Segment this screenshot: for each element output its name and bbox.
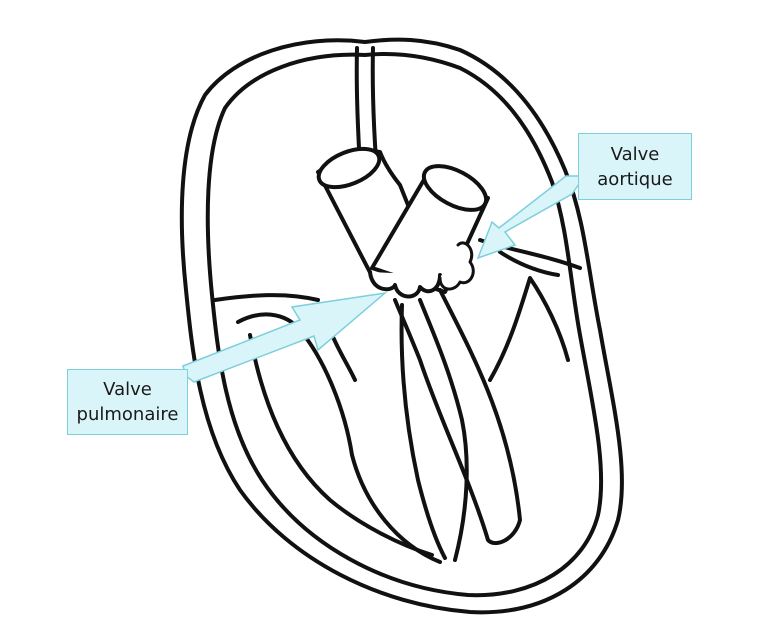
ventricular-septum (418, 298, 469, 562)
pulmonary-trunk-opening (316, 146, 382, 190)
aortic-valve-label: Valve aortique (578, 133, 692, 200)
ventricular-septum-inner (399, 303, 447, 560)
heart-inner-outline (205, 52, 604, 598)
papillary-line-right (488, 276, 570, 382)
aortic-callout-arrow (476, 175, 580, 260)
atrial-floor-left (213, 293, 320, 302)
pulmonary-valve-label: Valve pulmonaire (67, 369, 188, 435)
left-ventricle (393, 288, 522, 546)
mitral-line (498, 250, 560, 277)
aortic-valve-cusps (438, 241, 475, 291)
pulmonary-valve-cusps (368, 270, 442, 299)
aorta-opening (421, 164, 489, 212)
right-ventricle (236, 312, 442, 564)
pulmonary-valve-label-line1: Valve (103, 379, 152, 400)
right-ventricle-inner (248, 333, 434, 557)
aortic-valve-label-line1: Valve (610, 143, 660, 165)
aortic-valve-label-line2: aortique (597, 168, 673, 190)
pulmonary-callout-arrow (182, 291, 388, 383)
heart-outer-outline (179, 37, 624, 615)
pulmonary-valve-label-line2: pulmonaire (76, 404, 179, 425)
atrial-septum-inner (370, 46, 378, 162)
